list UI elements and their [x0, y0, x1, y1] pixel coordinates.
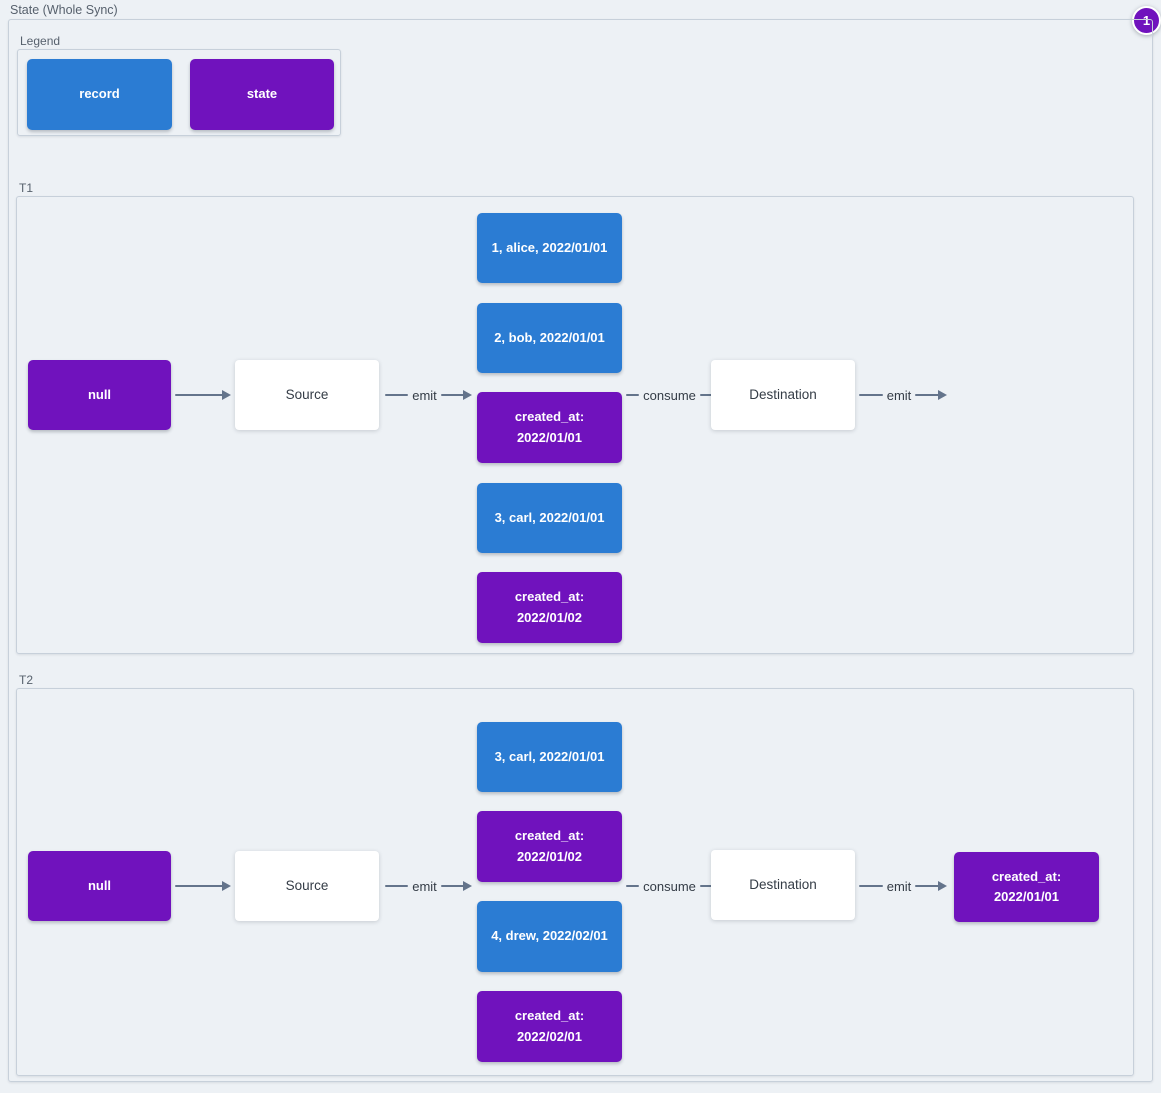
- edge-line: [859, 393, 883, 397]
- record-node: 1, alice, 2022/01/01: [477, 213, 622, 283]
- node-destination: Destination: [711, 360, 855, 430]
- arrow-right-icon: [938, 390, 947, 400]
- node-source: Source: [235, 360, 379, 430]
- edge-line: [626, 393, 640, 397]
- section-t1-label: T1: [19, 181, 34, 195]
- edge-line: [175, 393, 223, 397]
- record-node: 3, carl, 2022/01/01: [477, 722, 622, 792]
- state-node: created_at: 2022/01/02: [477, 572, 622, 643]
- edge-label-emit: emit: [412, 387, 437, 403]
- whole-sync-container: Legend record state T1 null Source emit …: [8, 19, 1153, 1082]
- edge-line: [175, 884, 223, 888]
- edge-line: [440, 884, 464, 888]
- edge-emit-source: emit: [385, 387, 472, 403]
- state-node: created_at: 2022/02/01: [477, 991, 622, 1062]
- node-null: null: [28, 360, 171, 430]
- arrow-right-icon: [463, 390, 472, 400]
- annotation-badge[interactable]: 1: [1132, 6, 1161, 35]
- edge-null-source: [175, 878, 231, 894]
- node-destination: Destination: [711, 850, 855, 920]
- arrow-right-icon: [938, 881, 947, 891]
- record-node: 4, drew, 2022/02/01: [477, 901, 622, 972]
- edge-label-emit: emit: [886, 387, 912, 403]
- edge-consume: consume: [626, 387, 721, 403]
- node-output-state: created_at: 2022/01/01: [954, 852, 1099, 922]
- record-node: 2, bob, 2022/01/01: [477, 303, 622, 373]
- legend-item-record: record: [27, 59, 172, 130]
- edge-consume: consume: [626, 878, 721, 894]
- edge-line: [699, 393, 713, 397]
- section-t2: T2 null Source emit 3, carl, 2022/01/01 …: [16, 673, 1134, 1076]
- legend: Legend record state: [17, 34, 341, 136]
- edge-emit-source: emit: [385, 878, 472, 894]
- arrow-right-icon: [222, 881, 231, 891]
- edge-emit-destination: emit: [859, 878, 947, 894]
- edge-emit-destination: emit: [859, 387, 947, 403]
- edge-line: [626, 884, 640, 888]
- state-node: created_at: 2022/01/01: [477, 392, 622, 463]
- edge-line: [699, 884, 713, 888]
- legend-item-state: state: [190, 59, 334, 130]
- node-source: Source: [235, 851, 379, 921]
- edge-line: [915, 884, 939, 888]
- node-null: null: [28, 851, 171, 921]
- section-t1: T1 null Source emit 1, alice, 2022/01/01…: [16, 181, 1134, 654]
- edge-line: [385, 393, 409, 397]
- page-title: State (Whole Sync): [10, 3, 118, 17]
- edge-label-consume: consume: [643, 387, 696, 403]
- edge-line: [385, 884, 409, 888]
- legend-title: Legend: [20, 34, 61, 48]
- edge-line: [440, 393, 464, 397]
- section-t2-label: T2: [19, 673, 34, 687]
- edge-line: [915, 393, 939, 397]
- arrow-right-icon: [222, 390, 231, 400]
- edge-label-consume: consume: [643, 878, 696, 894]
- edge-label-emit: emit: [886, 878, 912, 894]
- edge-label-emit: emit: [412, 878, 437, 894]
- edge-line: [859, 884, 883, 888]
- record-node: 3, carl, 2022/01/01: [477, 483, 622, 553]
- state-node: created_at: 2022/01/02: [477, 811, 622, 882]
- edge-null-source: [175, 387, 231, 403]
- arrow-right-icon: [463, 881, 472, 891]
